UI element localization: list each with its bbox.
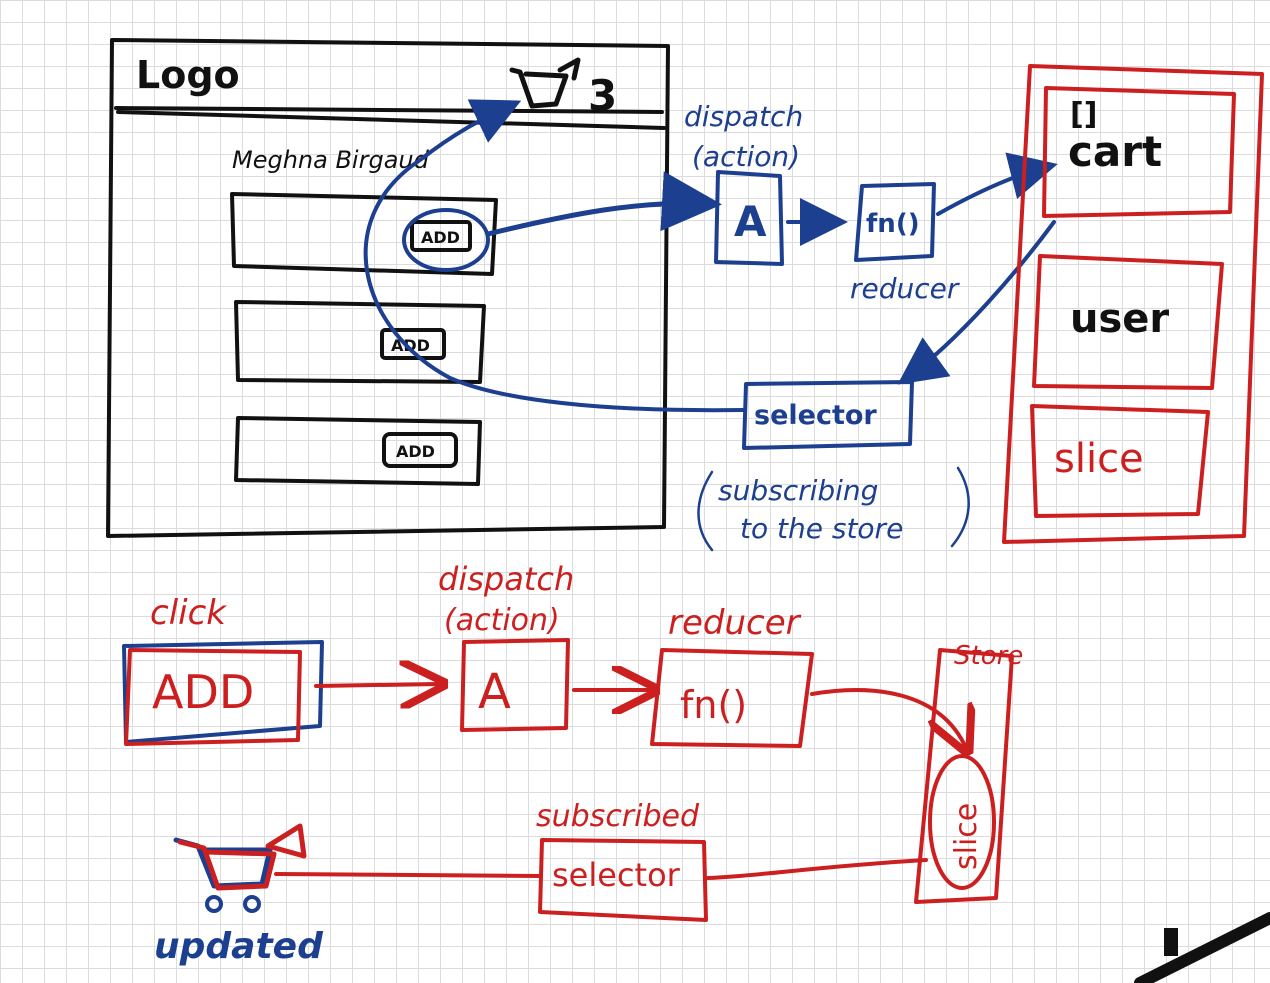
redux-store: [] cart user slice xyxy=(1002,64,1264,544)
add-to-action-arrow xyxy=(314,684,440,686)
user-slice-label: user xyxy=(1070,296,1169,342)
bottom-reducer-box xyxy=(650,648,814,748)
generic-slice-label: slice xyxy=(1054,436,1144,482)
product-row: ADD xyxy=(234,300,486,384)
add-button[interactable] xyxy=(380,328,446,360)
cart-slice-label: cart xyxy=(1068,127,1162,176)
user-slice-box xyxy=(1032,254,1224,390)
reducer-label: reducer xyxy=(850,272,960,305)
pen-icon xyxy=(1134,912,1270,983)
add-box xyxy=(124,648,302,746)
action-box-label: A xyxy=(734,197,767,246)
add-box-label: ADD xyxy=(152,665,254,719)
bottom-action-box-label: A xyxy=(478,664,511,720)
cart-slice-box xyxy=(1042,86,1236,218)
reducer-box xyxy=(854,182,936,262)
bottom-dispatch-label: dispatch xyxy=(438,560,574,598)
subscribing-line-1: subscribing xyxy=(718,474,878,507)
app-mockup: Logo 3 Meghna Birgaud ADD ADD ADD xyxy=(106,38,670,538)
selector-box-label: selector xyxy=(754,400,877,431)
bottom-flow: click ADD dispatch (action) A reducer fn… xyxy=(122,560,1023,967)
add-click-circle xyxy=(402,208,490,272)
paren-left xyxy=(697,470,714,552)
selector-to-cart-arrow xyxy=(363,99,746,413)
dispatch-label: dispatch xyxy=(684,100,803,133)
selector-box xyxy=(742,380,914,450)
add-box-blue-outline xyxy=(122,640,324,744)
mockup-header-divider xyxy=(114,106,664,114)
top-flow: dispatch (action) A fn() reducer selecto… xyxy=(363,99,1058,552)
selector-to-cart-line xyxy=(274,872,542,878)
bottom-slice-label: slice xyxy=(949,803,984,870)
generic-slice-box xyxy=(1030,404,1210,518)
bottom-selector-box xyxy=(538,838,708,922)
product-row: ADD xyxy=(234,416,482,486)
bottom-reducer-label: reducer xyxy=(668,603,802,643)
bottom-action-label: (action) xyxy=(444,603,560,638)
bottom-slice-oval xyxy=(928,754,996,890)
updated-label: updated xyxy=(154,926,324,967)
mockup-header-divider-2 xyxy=(116,110,666,130)
add-button[interactable] xyxy=(410,220,472,252)
click-to-dispatch-arrow xyxy=(485,171,722,237)
reducer-to-slice-arrow xyxy=(810,688,966,748)
reducer-to-store-arrow xyxy=(936,152,1058,216)
add-button[interactable] xyxy=(382,432,458,468)
slice-to-selector-line xyxy=(706,858,928,880)
add-button-label: ADD xyxy=(396,442,435,461)
bottom-selector-label: selector xyxy=(552,856,681,894)
store-to-selector-arrow xyxy=(897,220,1056,385)
click-label: click xyxy=(150,593,227,633)
mockup-frame xyxy=(106,38,670,538)
cart-brackets: [] xyxy=(1070,97,1097,132)
bottom-action-box xyxy=(460,638,570,732)
reducer-box-label: fn() xyxy=(866,209,920,239)
store-frame xyxy=(1002,64,1264,544)
subscribed-label: subscribed xyxy=(536,799,700,834)
bottom-store-box xyxy=(914,648,1014,904)
action-box xyxy=(714,170,784,266)
cart-count: 3 xyxy=(588,71,617,120)
action-label: (action) xyxy=(692,140,800,173)
paren-right xyxy=(950,466,970,548)
product-row: ADD xyxy=(230,192,498,276)
add-button-label: ADD xyxy=(421,228,460,247)
subscribing-line-2: to the store xyxy=(740,512,903,545)
bottom-reducer-box-label: fn() xyxy=(680,683,747,727)
user-name: Meghna Birgaud xyxy=(232,146,430,174)
cart-icon[interactable] xyxy=(509,57,581,109)
updated-cart-icon xyxy=(173,823,307,913)
logo-text: Logo xyxy=(136,53,240,97)
